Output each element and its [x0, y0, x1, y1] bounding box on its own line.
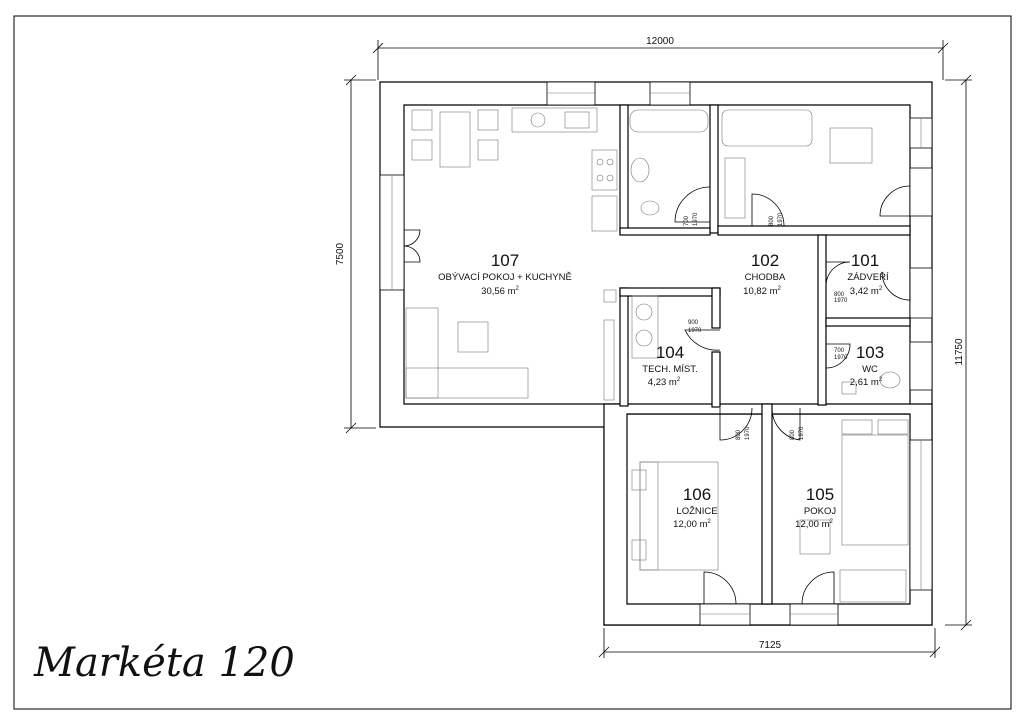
door-label-104: 900 1970: [688, 320, 702, 334]
room-101-number: 101: [851, 251, 879, 270]
dimension-left: 7500: [335, 242, 346, 265]
door-label-106: 800 1970: [736, 426, 751, 440]
interior-walls: [619, 104, 911, 605]
room-107-number: 107: [491, 251, 519, 270]
door-label-101: 800 1970: [834, 292, 848, 304]
room-107-name: OBÝVACÍ POKOJ + KUCHYNĚ: [438, 272, 572, 283]
dimension-bottom: 7125: [759, 640, 782, 651]
svg-text:1970: 1970: [745, 426, 751, 440]
room-104-area: 4,23 m2: [648, 377, 681, 388]
windows: [379, 81, 933, 626]
door-swings: [403, 185, 911, 605]
svg-text:1970: 1970: [834, 355, 848, 361]
dimension-top: 12000: [646, 36, 674, 47]
room-106-number: 106: [683, 485, 711, 504]
room-105-name: POKOJ: [804, 506, 836, 517]
room-105-area: 12,00 m2: [795, 519, 833, 530]
room-104-number: 104: [656, 343, 684, 362]
room-104-name: TECH. MÍST.: [642, 364, 697, 375]
svg-text:1970: 1970: [693, 212, 699, 226]
dimension-right: 11750: [954, 338, 965, 366]
svg-text:1970: 1970: [688, 328, 702, 334]
svg-text:1970: 1970: [834, 298, 848, 304]
room-101-area: 3,42 m2: [850, 286, 883, 297]
room-107-area: 30,56 m2: [481, 286, 519, 297]
room-102-name: CHODBA: [745, 272, 786, 283]
svg-text:900: 900: [688, 320, 699, 326]
room-103-number: 103: [856, 343, 884, 362]
room-101-name: ZÁDVEŘÍ: [847, 272, 889, 283]
door-label-105: 800 1970: [790, 426, 805, 440]
door-label-103: 700 1970: [834, 348, 848, 361]
room-106-name: LOŽNICE: [676, 506, 717, 517]
door-label-room-upper: 800 1970: [769, 212, 784, 226]
door-label-wc-bath: 700 1970: [684, 212, 699, 226]
sheet-border: [13, 15, 1012, 710]
svg-text:800: 800: [769, 215, 775, 226]
room-103-area: 2,61 m2: [850, 377, 883, 388]
plan-title: Markéta 120: [33, 640, 295, 686]
room-106-area: 12,00 m2: [673, 519, 711, 530]
svg-text:700: 700: [684, 215, 690, 226]
furniture: [405, 107, 909, 603]
room-103-name: WC: [862, 364, 878, 375]
dimension-lines: [344, 40, 972, 658]
svg-text:800: 800: [736, 429, 742, 440]
svg-text:800: 800: [834, 292, 845, 298]
svg-text:800: 800: [790, 429, 796, 440]
room-105-number: 105: [806, 485, 834, 504]
svg-text:700: 700: [834, 348, 845, 354]
svg-text:1970: 1970: [778, 212, 784, 226]
room-102-area: 10,82 m2: [743, 286, 781, 297]
room-102-number: 102: [751, 251, 779, 270]
svg-text:1970: 1970: [799, 426, 805, 440]
